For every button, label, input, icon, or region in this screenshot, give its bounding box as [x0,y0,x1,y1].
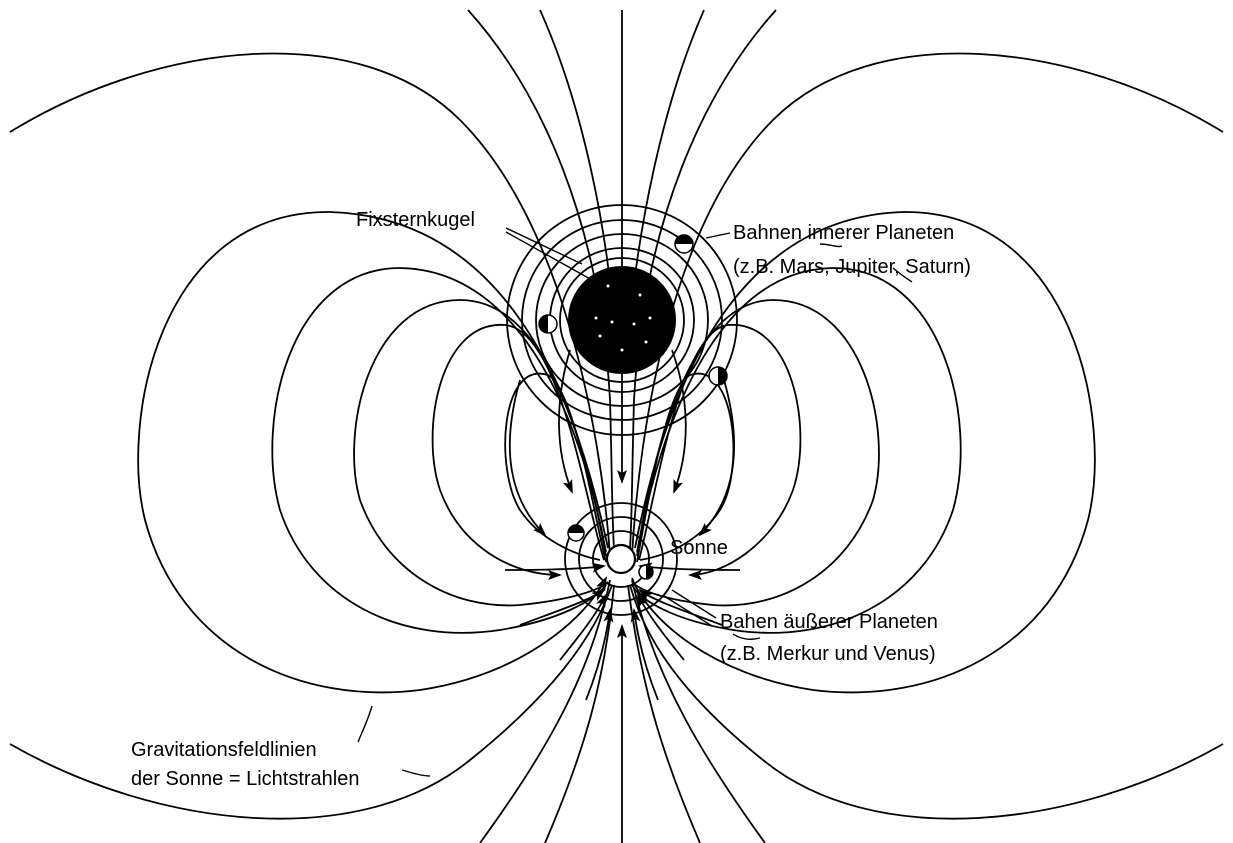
planet-icon [638,564,654,580]
planet-icon [567,524,585,542]
outer-planets-examples-label: (z.B. Merkur und Venus) [720,643,936,665]
leader-lines [357,227,913,777]
gravitation-field-lines-label: Gravitationsfeldlinien [131,739,317,761]
sun-label: Sonne [670,537,728,559]
lower-field-lines [479,562,766,843]
star-sphere-orbits [506,204,738,436]
right-field-loops [631,211,1096,694]
sun-orbits [564,502,678,616]
light-rays-label: der Sonne = Lichtstrahlen [131,768,360,790]
inner-planets-examples-label: (z.B. Mars, Jupiter, Saturn) [733,256,971,278]
planet-icon [538,314,558,334]
outer-field-loops [9,52,1224,820]
labels: Fixsternkugel Bahnen innerer Planeten (z… [131,209,971,790]
planet-icon [708,366,728,386]
planet-markers [538,234,728,580]
fixed-star-sphere-label: Fixsternkugel [356,209,475,231]
fixed-star-sphere [568,266,676,374]
inner-planets-label: Bahnen innerer Planeten [733,222,954,244]
sun [605,543,637,575]
left-field-loops [137,211,609,694]
outer-planets-label: Bahen äußerer Planeten [720,611,938,633]
planet-icon [674,234,694,254]
